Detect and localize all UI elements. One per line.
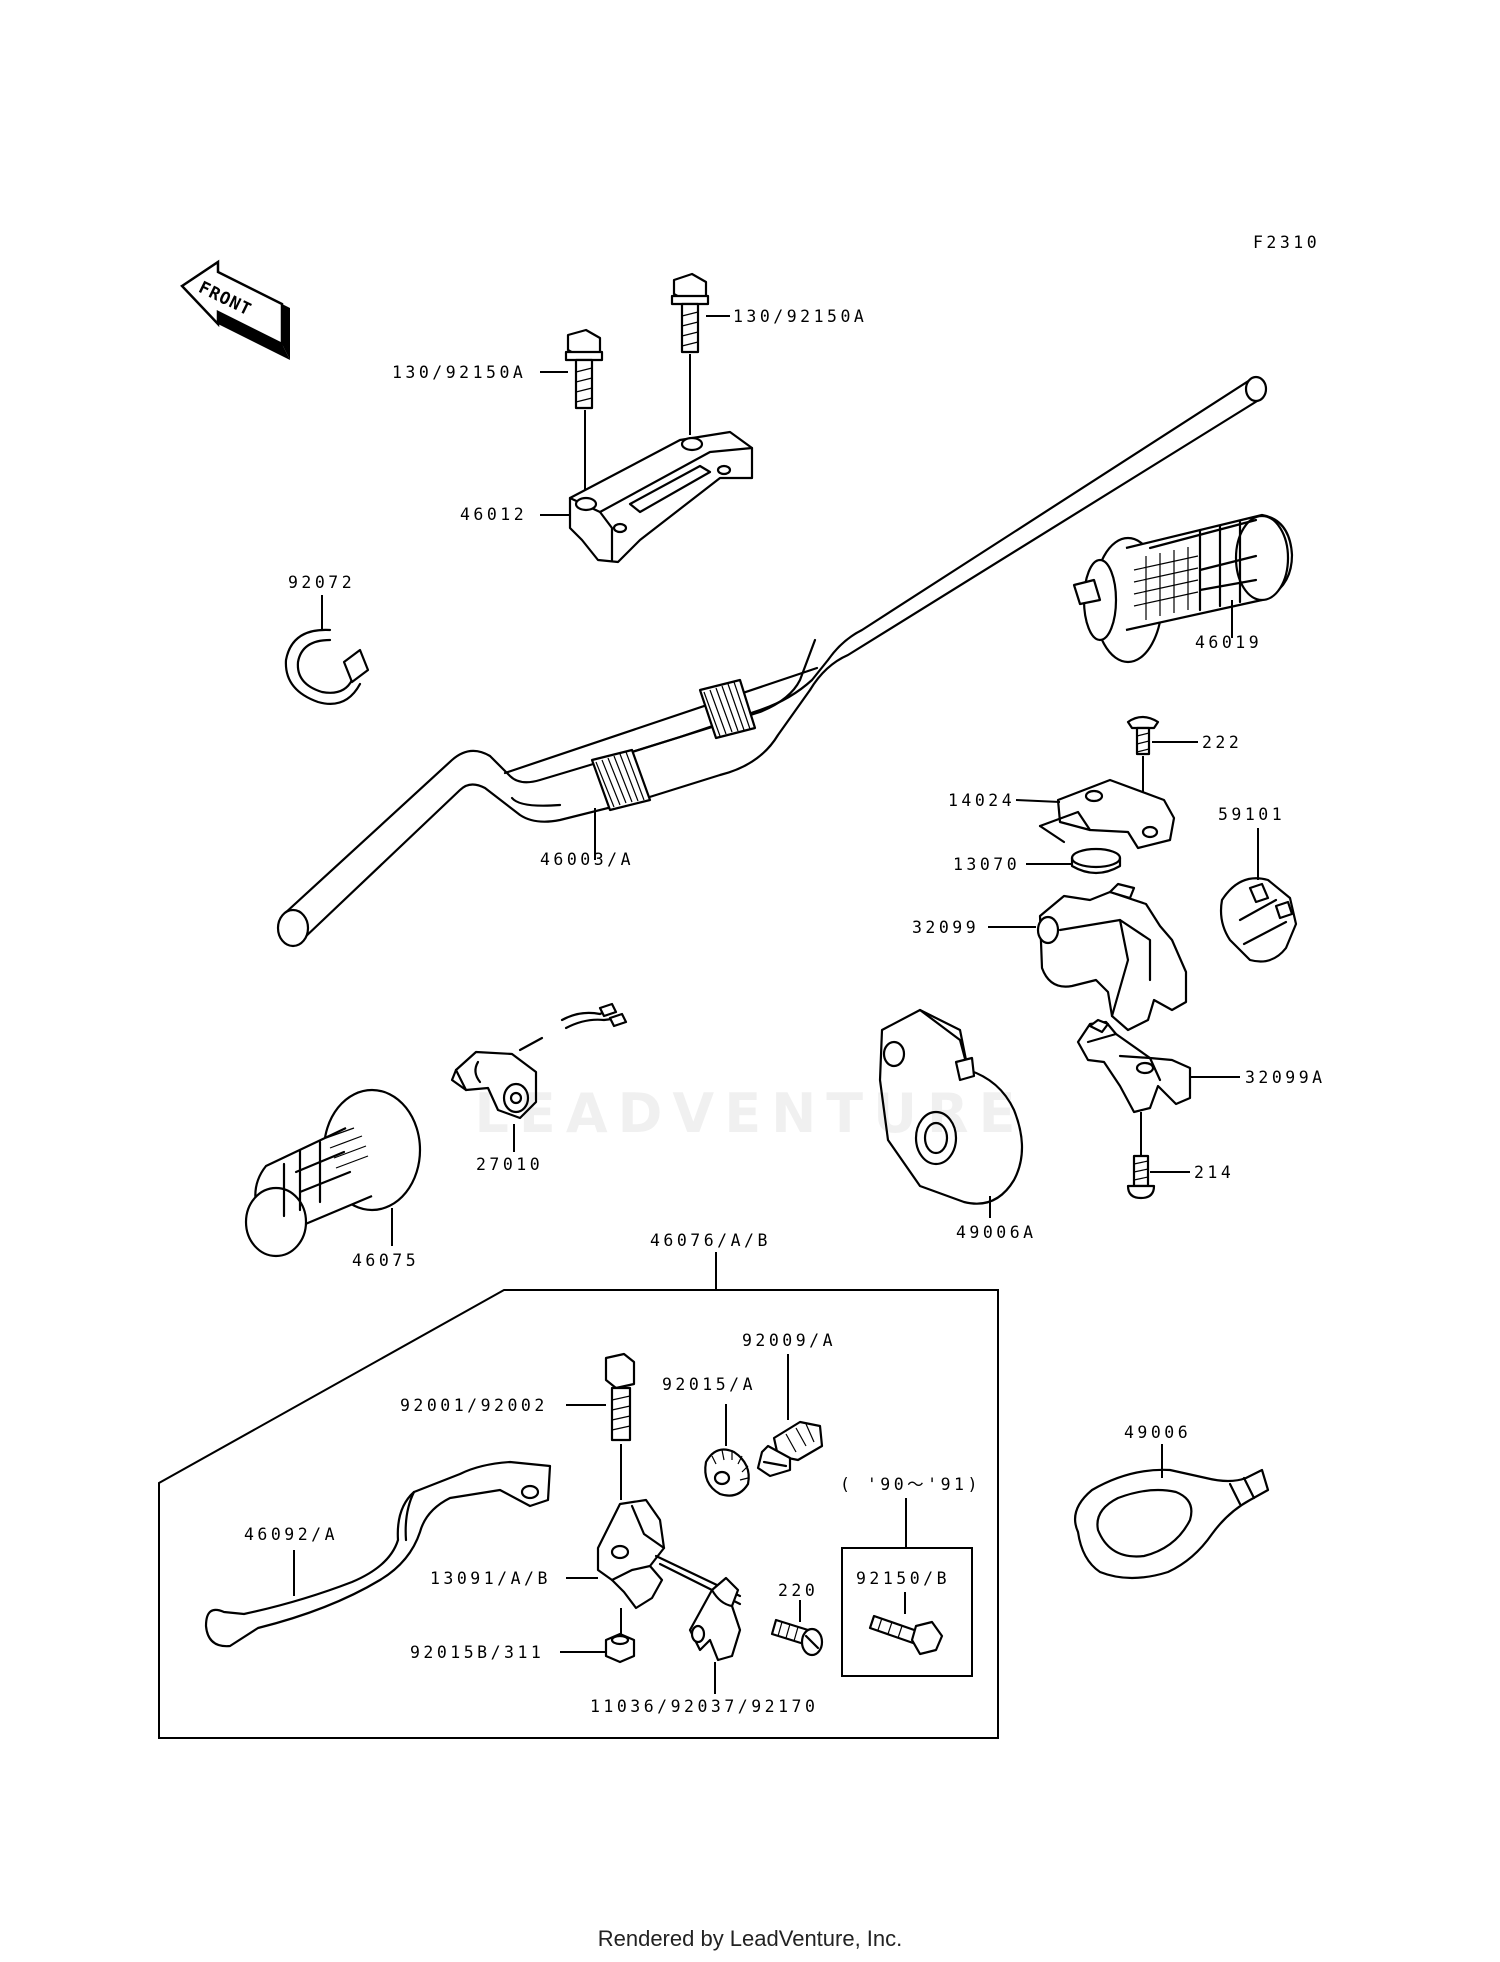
screw-214-part <box>1126 1154 1156 1200</box>
boot-49006a-part <box>878 1008 1024 1205</box>
ring-13070-part <box>1070 847 1122 875</box>
label-ring-13070: 13070 <box>953 855 1020 874</box>
bolt-92150b-part <box>868 1614 944 1656</box>
label-lever-46092: 46092/A <box>244 1525 338 1544</box>
bolt-92001-part <box>604 1352 636 1442</box>
label-clamp-holder: 46012 <box>460 505 527 524</box>
wire-band-part <box>284 628 370 705</box>
watermark: LEADVENTURE <box>474 1082 1026 1145</box>
label-throttle-grip: 46019 <box>1195 633 1262 652</box>
figure-code: F2310 <box>1253 233 1320 252</box>
label-year-note: ( '90～'91) <box>840 1475 981 1494</box>
clamp-holder-part <box>568 430 754 564</box>
label-adjuster-92009: 92009/A <box>742 1331 836 1350</box>
grip-46075-part <box>244 1088 422 1258</box>
label-lever-assy: 46076/A/B <box>650 1231 771 1250</box>
adjuster-92009-part <box>756 1420 824 1478</box>
label-wire-band: 92072 <box>288 573 355 592</box>
handlebar-part <box>276 375 1268 948</box>
label-boot-49006: 49006 <box>1124 1423 1191 1442</box>
lever-assy-frame <box>158 1289 999 1739</box>
label-screw-214: 214 <box>1194 1163 1234 1182</box>
screw-222-part <box>1126 715 1160 756</box>
cover-14024-part <box>1038 778 1176 850</box>
switch-27010-part <box>450 1002 628 1120</box>
label-bracket-11036: 11036/92037/92170 <box>590 1697 818 1716</box>
label-nut-92015: 92015/A <box>662 1375 756 1394</box>
label-bolt-left: 130/92150A <box>392 363 526 382</box>
label-cover-14024: 14024 <box>948 791 1015 810</box>
label-bolt-92150b: 92150/B <box>856 1569 950 1588</box>
label-bolt-right: 130/92150A <box>733 307 867 326</box>
nut-92015-part <box>704 1448 750 1497</box>
year-note-frame <box>841 1547 973 1677</box>
footer-credit: Rendered by LeadVenture, Inc. <box>597 1926 903 1951</box>
label-handlebar: 46003/A <box>540 850 634 869</box>
bolt-left-part <box>564 328 604 410</box>
label-switch-27010: 27010 <box>476 1155 543 1174</box>
bolt-right-part <box>670 272 710 354</box>
label-housing-32099a: 32099A <box>1245 1068 1326 1087</box>
case-59101-part <box>1219 877 1298 963</box>
label-nut-92015b: 92015B/311 <box>410 1643 544 1662</box>
label-screw-220: 220 <box>778 1581 818 1600</box>
bracket-11036-part <box>688 1576 742 1662</box>
housing-32099a-part <box>1076 1018 1192 1114</box>
label-screw-222: 222 <box>1202 733 1242 752</box>
front-arrow-icon: FRONT <box>180 259 290 360</box>
label-holder-13091: 13091/A/B <box>430 1569 551 1588</box>
label-case-59101: 59101 <box>1218 805 1285 824</box>
screw-220-part <box>770 1618 824 1657</box>
throttle-grip-part <box>1072 513 1294 664</box>
housing-32099-part <box>1036 882 1188 1032</box>
lever-46092-part <box>204 1460 552 1648</box>
boot-49006-part <box>1074 1468 1270 1580</box>
label-bolt-92001: 92001/92002 <box>400 1396 548 1415</box>
label-boot-49006a: 49006A <box>956 1223 1037 1242</box>
label-housing-32099: 32099 <box>912 918 979 937</box>
label-grip-46075: 46075 <box>352 1251 419 1270</box>
nut-92015b-part <box>604 1632 636 1664</box>
